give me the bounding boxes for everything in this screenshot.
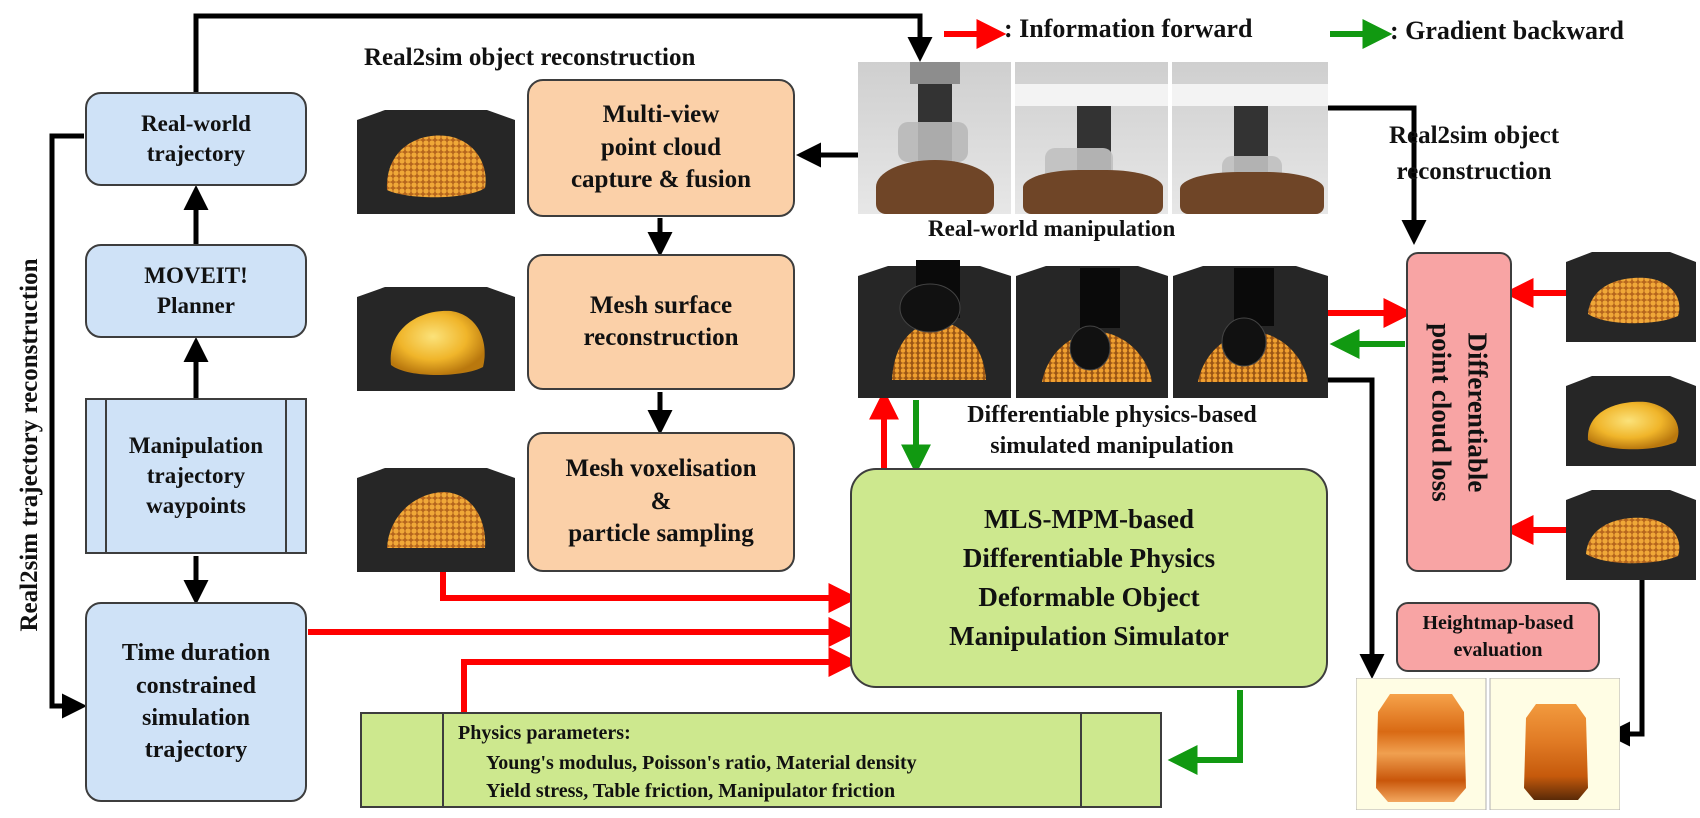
waypoints-right-rule: [285, 400, 287, 552]
loss-line: point cloud loss: [1426, 322, 1456, 502]
reconstruction-title: Real2sim object reconstruction: [364, 44, 696, 71]
simulated-frames: [858, 260, 1328, 398]
real-world-frame-2: [1015, 62, 1168, 214]
title-line: reconstruction: [1396, 158, 1552, 186]
box-line: Manipulation: [128, 433, 264, 459]
waypoints-left-rule: [105, 400, 107, 552]
box-line: MOVEIT!: [144, 263, 248, 289]
box-line: trajectory: [146, 463, 246, 489]
title-line: Real2sim object: [1388, 122, 1560, 149]
arrow-pointcloud-to-heightmap: [1604, 570, 1645, 747]
box-line: MLS-MPM-based: [984, 503, 1194, 534]
mesh-thumbnail: [357, 287, 515, 391]
simulator-box: MLS-MPM-based Differentiable Physics Def…: [850, 468, 1328, 688]
real-world-frame-3: [1172, 62, 1328, 214]
legend-backward-label: : Gradient backward: [1390, 16, 1624, 45]
heightmap-sim: [1524, 704, 1588, 800]
arrow-trajectory-to-real: [193, 13, 933, 92]
pointcloud-thumbnail: [357, 110, 515, 214]
box-line: capture & fusion: [570, 166, 752, 194]
time-duration-box: Time duration constrained simulation tra…: [85, 602, 307, 802]
real-world-trajectory-box: Real-world trajectory: [85, 92, 307, 186]
voxelisation-box: Mesh voxelisation & particle sampling: [527, 432, 795, 572]
box-line: Real-world: [141, 111, 251, 137]
arrow-trajectory-reconstruction: [49, 133, 88, 719]
box-line: Mesh surface: [589, 291, 733, 319]
heightmap-evaluation-box: Heightmap-based evaluation: [1396, 602, 1600, 672]
pointcloud-loss-box: Differentiable point cloud loss: [1406, 252, 1512, 572]
arrow-particles-to-simulator: [440, 572, 859, 613]
params-line-1: Young's modulus, Poisson's ratio, Materi…: [486, 752, 917, 774]
capture-fusion-box: Multi-view point cloud capture & fusion: [527, 79, 795, 217]
box-line: simulation: [141, 705, 251, 731]
params-line-2: Yield stress, Table friction, Manipulato…: [486, 780, 896, 802]
box-line: Heightmap-based: [1422, 612, 1574, 634]
arrow-real-to-pointcloud: [1328, 105, 1427, 246]
params-left-rule: [442, 714, 444, 806]
params-title: Physics parameters:: [458, 722, 631, 744]
box-line: point cloud: [600, 133, 722, 161]
params-right-rule: [1080, 714, 1082, 806]
box-line: Time duration: [121, 640, 271, 667]
loss-label: Differentiable point cloud loss: [1423, 323, 1496, 502]
box-line: trajectory: [146, 141, 246, 166]
legend-forward-label: : Information forward: [1004, 14, 1253, 43]
box-line: Multi-view: [602, 101, 720, 129]
heightmap-real: [1376, 694, 1466, 802]
caption-line: simulated manipulation: [990, 433, 1234, 460]
heightmap-images: [1356, 678, 1620, 810]
real-pointcloud-thumbnail: [1566, 252, 1696, 342]
box-line: trajectory: [144, 737, 248, 764]
sim-pointcloud-thumbnail: [1566, 490, 1696, 580]
trajectory-reconstruction-label: Real2sim trajectory reconstruction: [16, 258, 43, 632]
box-line: &: [650, 487, 672, 515]
moveit-planner-box: MOVEIT! Planner: [85, 244, 307, 338]
loss-line: Differentiable: [1462, 332, 1493, 492]
right-reconstruction-title: Real2sim object reconstruction: [1340, 118, 1608, 191]
arrow-grad-to-params: [1167, 690, 1243, 775]
caption-line: Differentiable physics-based: [967, 402, 1257, 428]
arrow-params-to-simulator: [461, 647, 859, 712]
box-line: constrained: [136, 672, 256, 699]
box-line: Mesh voxelisation: [565, 455, 757, 483]
real-world-frame-1: [858, 62, 1011, 214]
box-line: reconstruction: [583, 324, 739, 351]
physics-parameters-box: Physics parameters: Young's modulus, Poi…: [360, 712, 1162, 808]
box-line: Planner: [157, 293, 235, 318]
box-line: Deformable Object: [978, 582, 1200, 612]
voxel-thumbnail: [357, 468, 515, 572]
real-mesh-thumbnail: [1566, 376, 1696, 466]
simulation-caption: Differentiable physics-based simulated m…: [912, 400, 1312, 462]
box-line: Differentiable Physics: [962, 542, 1216, 573]
box-line: particle sampling: [568, 520, 754, 548]
arrow-sim-to-heightmap: [1328, 377, 1385, 680]
waypoints-box: Manipulation trajectory waypoints: [85, 398, 307, 554]
mesh-reconstruction-box: Mesh surface reconstruction: [527, 254, 795, 390]
box-line: Manipulation Simulator: [949, 621, 1229, 652]
box-line: waypoints: [146, 492, 246, 518]
real-world-caption: Real-world manipulation: [928, 216, 1176, 241]
box-line: evaluation: [1453, 639, 1543, 661]
